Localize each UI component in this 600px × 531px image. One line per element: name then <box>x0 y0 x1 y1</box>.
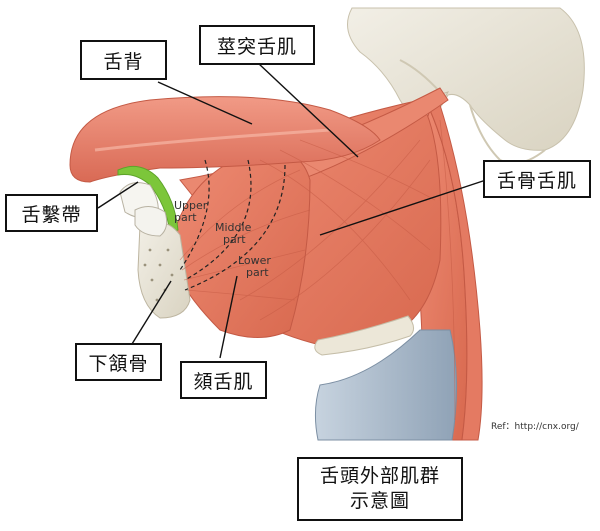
label-genioglossus: 頦舌肌 <box>180 361 267 399</box>
tongue-dorsum <box>69 96 381 183</box>
label-tongue-dorsum: 舌背 <box>80 40 167 80</box>
title-line-2: 示意圖 <box>349 490 410 512</box>
label-hyoglossus: 舌骨舌肌 <box>483 160 591 198</box>
muscle-fibers <box>179 119 456 421</box>
reference-text: Ref：http://cnx.org/ <box>491 422 579 432</box>
label-styloglossus: 莖突舌肌 <box>199 25 315 65</box>
part-divider-lines <box>179 159 286 291</box>
leader-lines <box>97 62 490 359</box>
skull-bone <box>347 7 585 165</box>
label-mandible: 下頷骨 <box>75 343 162 381</box>
title-line-1: 舌頭外部肌群 <box>319 465 440 487</box>
mandible-bone <box>119 182 191 319</box>
diagram-title: 舌頭外部肌群 示意圖 <box>297 457 463 521</box>
hyoid-bone <box>314 315 414 356</box>
thyroid-cartilage <box>314 329 458 441</box>
label-frenulum: 舌繫帶 <box>5 194 98 232</box>
